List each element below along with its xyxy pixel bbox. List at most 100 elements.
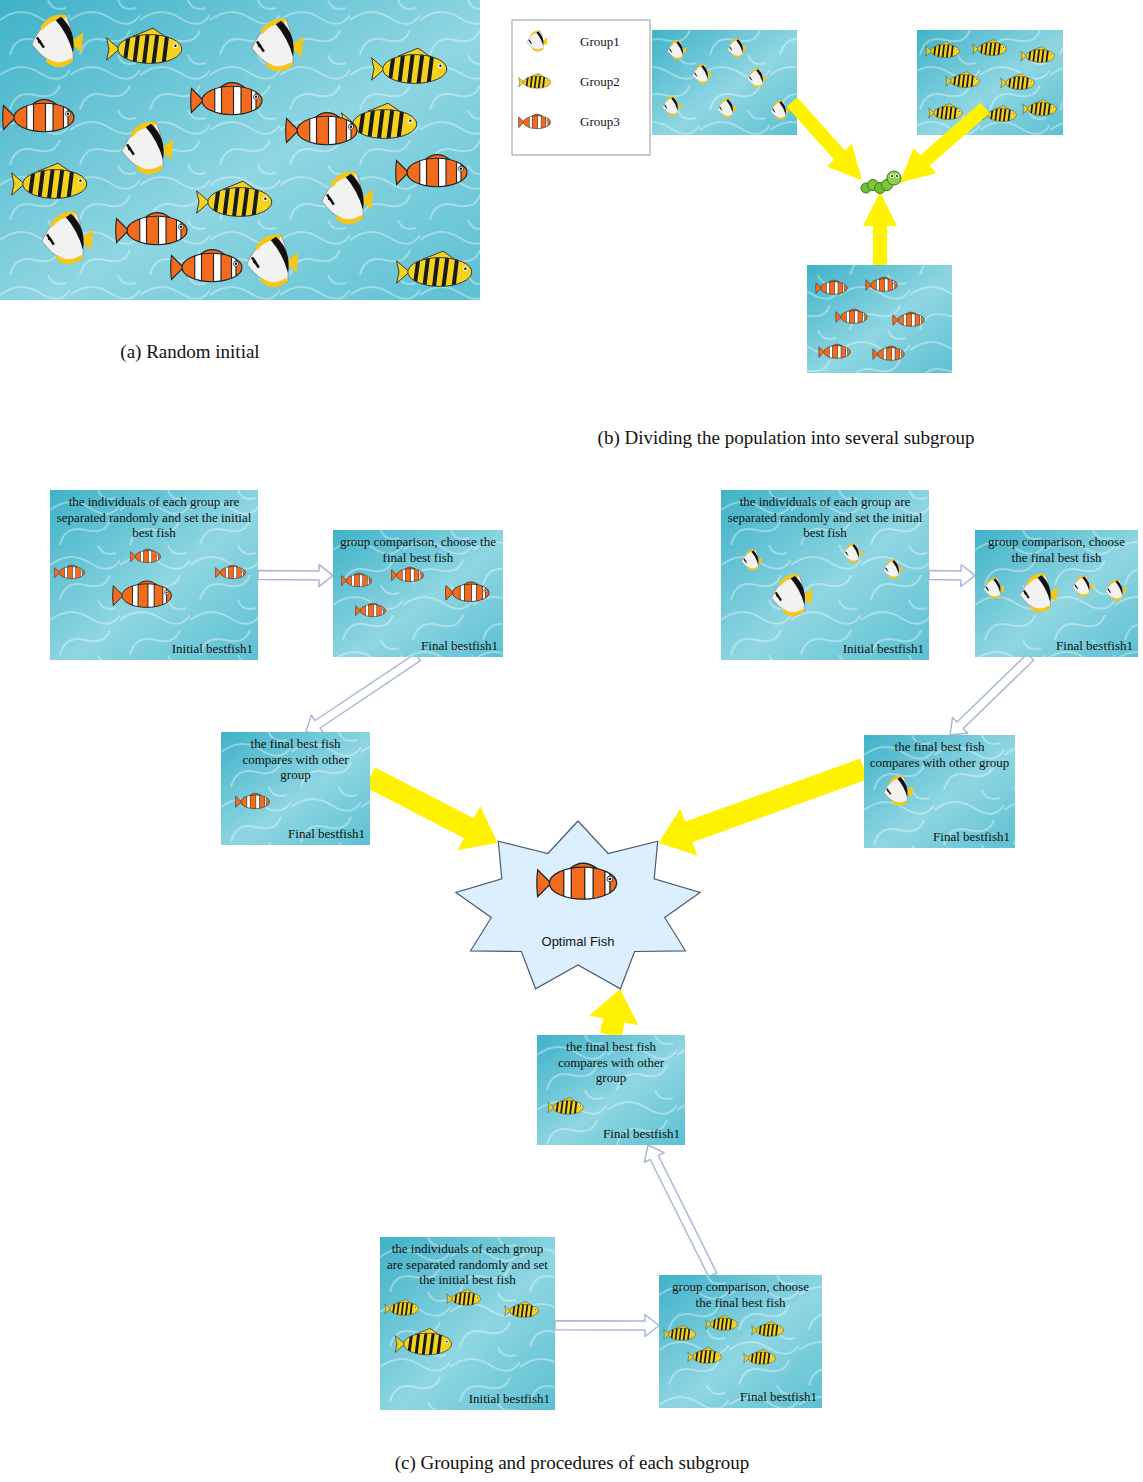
- fish-icon: [771, 574, 812, 616]
- water-panel: the final best fish compares with other …: [537, 1035, 685, 1145]
- water: [807, 265, 952, 373]
- water-caustics: [0, 0, 480, 300]
- fish-icon: [107, 28, 182, 68]
- star-fish: [537, 858, 617, 908]
- water: [380, 1237, 555, 1410]
- panel-fish: [341, 565, 489, 620]
- water-panel: the individuals of each group are separa…: [721, 490, 929, 660]
- fish-icon: [929, 104, 963, 122]
- panel-fish: [235, 791, 269, 813]
- hollow-arrow: [555, 1315, 659, 1337]
- yellow-arrows: [792, 102, 985, 265]
- water-panel: group comparison, choose the final best …: [659, 1275, 822, 1408]
- fish-icon: [668, 40, 687, 59]
- fish-icon: [447, 1289, 481, 1307]
- legend-fish-icon: [524, 28, 548, 55]
- panel-text: group comparison, choose the final best …: [338, 534, 498, 565]
- subgroup-panels: [652, 30, 1063, 373]
- panel-fish: [984, 574, 1127, 613]
- fish-icon: [548, 1098, 584, 1117]
- water: [975, 530, 1138, 657]
- fish-icon: [984, 577, 1005, 598]
- panel-fish: [742, 543, 903, 616]
- water-caustics: [221, 732, 370, 845]
- fish-icon: [235, 791, 269, 813]
- panel-fish: [548, 1098, 584, 1117]
- panel-text: group comparison, choose the final best …: [980, 534, 1133, 565]
- water-caustics: [333, 530, 503, 657]
- star-shape: [452, 820, 704, 995]
- fish-icon: [693, 64, 712, 83]
- panel-label: Initial bestfish1: [385, 1391, 550, 1407]
- fish-icon: [844, 543, 863, 562]
- hollow-arrow: [929, 565, 975, 587]
- water: [333, 530, 503, 657]
- yellow-arrow: [659, 759, 868, 856]
- fish-icon: [12, 163, 87, 203]
- fish-icon: [884, 776, 913, 806]
- fish-icon: [519, 73, 551, 90]
- fish-icon: [819, 342, 851, 362]
- fish-icon: [355, 601, 385, 620]
- fish-icon: [873, 344, 905, 364]
- legend-fish-icon: [518, 72, 552, 92]
- water-caustics: [537, 1035, 685, 1145]
- panel-fish: [884, 776, 913, 806]
- water-caustics: [50, 490, 258, 660]
- fish-icon: [215, 563, 245, 582]
- fish-icon: [116, 208, 187, 253]
- panel-label: Initial bestfish1: [726, 641, 924, 657]
- panel-label: Final bestfish1: [338, 638, 498, 654]
- fish-icon: [748, 68, 767, 87]
- fish-icon: [946, 72, 980, 90]
- yellow-arrow: [873, 222, 887, 265]
- fish-icon: [884, 559, 903, 578]
- fish-icon: [122, 121, 173, 174]
- fish-icon: [816, 278, 848, 298]
- fish-icon: [718, 98, 737, 117]
- water-panel: group comparison, choose the final best …: [333, 530, 503, 657]
- water-caustics: [380, 1237, 555, 1410]
- panel-text: group comparison, choose the final best …: [664, 1279, 817, 1310]
- panel-text: the individuals of each group are separa…: [55, 494, 253, 541]
- fish-icon: [3, 95, 74, 140]
- legend-text: Group1: [580, 34, 620, 50]
- water: [652, 30, 797, 135]
- fish-icon: [771, 100, 790, 119]
- fish-icon: [1023, 100, 1057, 118]
- fish-icon: [42, 211, 93, 264]
- fish-icon: [397, 251, 472, 291]
- panel-fish: [385, 1289, 539, 1358]
- water: [659, 1275, 822, 1408]
- water: [221, 732, 370, 845]
- water: [721, 490, 929, 660]
- panel-label: Final bestfish1: [664, 1389, 817, 1405]
- panel-label: Final bestfish1: [542, 1126, 680, 1142]
- water-background: [333, 530, 503, 657]
- fish-icon: [893, 310, 925, 330]
- fish-icon: [1073, 575, 1094, 596]
- water-panel: the individuals of each group are separa…: [380, 1237, 555, 1410]
- fish-icon: [664, 1325, 696, 1342]
- fish-icon: [744, 1349, 776, 1366]
- water: [864, 735, 1015, 848]
- fish-icon: [130, 547, 160, 566]
- caption: (c) Grouping and procedures of each subg…: [395, 1452, 750, 1474]
- fish-icon: [322, 171, 373, 224]
- water-panel: the final best fish compares with other …: [864, 735, 1015, 848]
- panel-fish: [54, 547, 245, 614]
- fish-icon: [395, 1328, 451, 1358]
- caption: (a) Random initial: [120, 341, 259, 363]
- fish-icon: [171, 245, 242, 290]
- fish-icon: [247, 234, 298, 287]
- water-panel: group comparison, choose the final best …: [975, 530, 1138, 657]
- node-text: Optimal Fish: [452, 934, 704, 949]
- fish-icon: [706, 1315, 738, 1332]
- fish-icon: [32, 14, 83, 67]
- legend-text: Group3: [580, 114, 620, 130]
- fish-icon: [537, 858, 617, 908]
- star-outline: [456, 821, 700, 989]
- fish-icon: [527, 30, 548, 51]
- legend-text: Group2: [580, 74, 620, 90]
- yellow-arrow: [589, 989, 638, 1037]
